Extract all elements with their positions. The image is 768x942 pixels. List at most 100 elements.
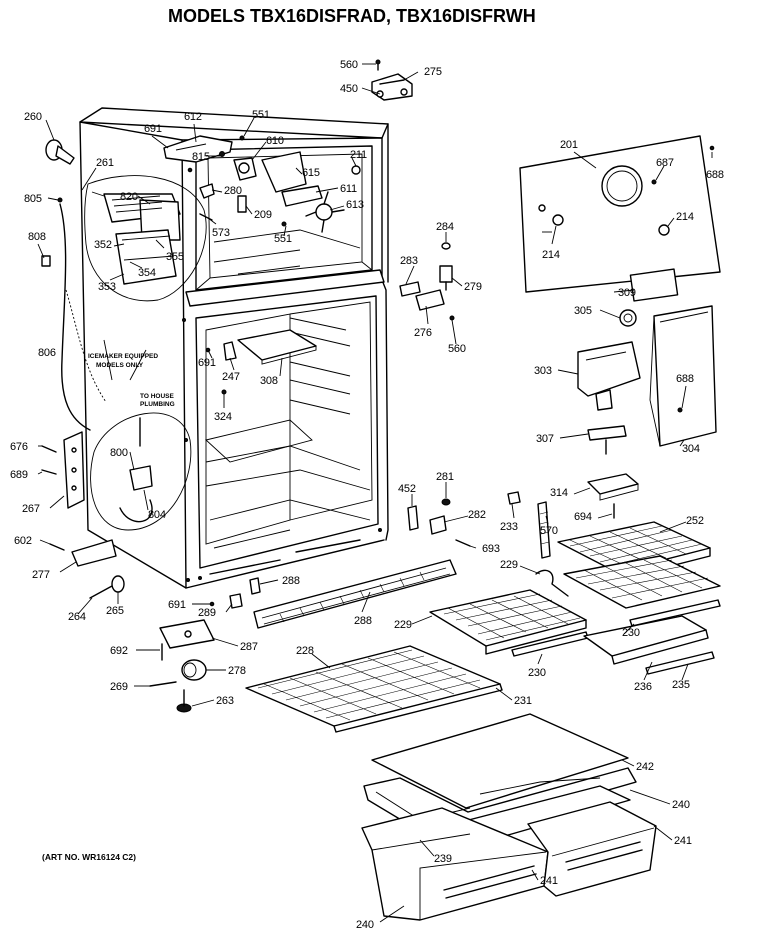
- callout-label: 805: [24, 193, 42, 205]
- callout-label: 612: [184, 111, 202, 123]
- callout-label: 252: [686, 515, 704, 527]
- callout-label: 267: [22, 503, 40, 515]
- callout-label: 287: [240, 641, 258, 653]
- callout-label: 214: [542, 249, 560, 261]
- callout-label: 615: [302, 167, 320, 179]
- callout-label: 570: [540, 525, 558, 537]
- callout-label: 688: [676, 373, 694, 385]
- callout-label: 808: [28, 231, 46, 243]
- callout-label: 247: [222, 371, 240, 383]
- callout-label: 277: [32, 569, 50, 581]
- icemaker-assembly: [41, 139, 207, 531]
- callout-label: 284: [436, 221, 454, 233]
- callout-label: 303: [534, 365, 552, 377]
- callout-label: 209: [254, 209, 272, 221]
- callout-label: 230: [622, 627, 640, 639]
- callout-label: 691: [198, 357, 216, 369]
- callout-label: 820: [120, 191, 138, 203]
- callout-label: 352: [94, 239, 112, 251]
- callout-label: 307: [536, 433, 554, 445]
- callout-label: 239: [434, 853, 452, 865]
- callout-label: 804: [148, 509, 166, 521]
- callout-label: 261: [96, 157, 114, 169]
- callout-label: 687: [656, 157, 674, 169]
- callout-label: 242: [636, 761, 654, 773]
- callout-label: 354: [138, 267, 156, 279]
- callout-label: 214: [676, 211, 694, 223]
- callout-label: 308: [260, 375, 278, 387]
- callout-label: 611: [340, 183, 357, 195]
- callout-label: 573: [212, 227, 230, 239]
- callout-label: 263: [216, 695, 234, 707]
- callout-label: 288: [354, 615, 372, 627]
- callout-label: 275: [424, 66, 442, 78]
- callout-label: 551: [252, 109, 270, 121]
- callout-label: 279: [464, 281, 482, 293]
- back-panel: [519, 135, 721, 293]
- wire-shelves: [429, 521, 721, 675]
- callout-label: 231: [514, 695, 532, 707]
- callout-label: 689: [10, 469, 28, 481]
- callout-label: 280: [224, 185, 242, 197]
- callout-label: 560: [448, 343, 466, 355]
- callout-label: 233: [500, 521, 518, 533]
- callout-label: 281: [436, 471, 454, 483]
- callout-label: 265: [106, 605, 124, 617]
- callout-label: 691: [168, 599, 186, 611]
- callout-label: 269: [110, 681, 128, 693]
- callout-label: 693: [482, 543, 500, 555]
- callout-label: 236: [634, 681, 652, 693]
- callout-label: 241: [540, 875, 558, 887]
- callout-label: 324: [214, 411, 232, 423]
- callout-label: 241: [674, 835, 692, 847]
- callout-label: 288: [282, 575, 300, 587]
- callout-labels: 560 275 450 260 612 551 691 610 815 211 …: [10, 59, 724, 931]
- freezer-components: [163, 135, 361, 233]
- callout-label: 806: [38, 347, 56, 359]
- icemaker-note-line1: ICEMAKER EQUIPPED: [88, 353, 158, 360]
- callout-label: 240: [356, 919, 374, 931]
- icemaker-note-line2: MODELS ONLY: [96, 362, 144, 369]
- callout-label: 264: [68, 611, 86, 623]
- callout-label: 283: [400, 255, 418, 267]
- callout-label: 688: [706, 169, 724, 181]
- leader-lines: [37, 63, 713, 923]
- callout-label: 613: [346, 199, 364, 211]
- callout-label: 602: [14, 535, 32, 547]
- callout-label: 240: [672, 799, 690, 811]
- callout-label: 314: [550, 487, 568, 499]
- callout-label: 452: [398, 483, 416, 495]
- callout-label: 276: [414, 327, 432, 339]
- glass-shelf: [245, 645, 503, 733]
- art-number: (ART NO. WR16124 C2): [42, 852, 136, 862]
- callout-label: 560: [340, 59, 358, 71]
- callout-label: 304: [682, 443, 700, 455]
- cabinet-hardware: [41, 431, 125, 599]
- fresh-food-controls: [205, 305, 717, 519]
- callout-label: 551: [274, 233, 292, 245]
- callout-label: 692: [110, 645, 128, 657]
- callout-label: 282: [468, 509, 486, 521]
- plumbing-note-line1: TO HOUSE: [140, 393, 174, 400]
- callout-label: 235: [672, 679, 690, 691]
- callout-label: 211: [350, 149, 367, 161]
- callout-label: 289: [198, 607, 216, 619]
- callout-label: 201: [560, 139, 578, 151]
- callout-label: 355: [166, 251, 184, 263]
- callout-label: 278: [228, 665, 246, 677]
- callout-label: 229: [500, 559, 518, 571]
- callout-label: 305: [574, 305, 592, 317]
- callout-label: 229: [394, 619, 412, 631]
- callout-label: 694: [574, 511, 592, 523]
- top-hinge: [371, 59, 413, 101]
- diagram-title: MODELS TBX16DISFRAD, TBX16DISFRWH: [168, 6, 536, 26]
- callout-label: 309: [618, 287, 636, 299]
- callout-label: 230: [528, 667, 546, 679]
- callout-label: 815: [192, 151, 210, 163]
- callout-label: 800: [110, 447, 128, 459]
- crisper-drawers: [361, 713, 657, 921]
- thermostat-parts: [399, 242, 679, 327]
- shelf-supports: [407, 491, 551, 559]
